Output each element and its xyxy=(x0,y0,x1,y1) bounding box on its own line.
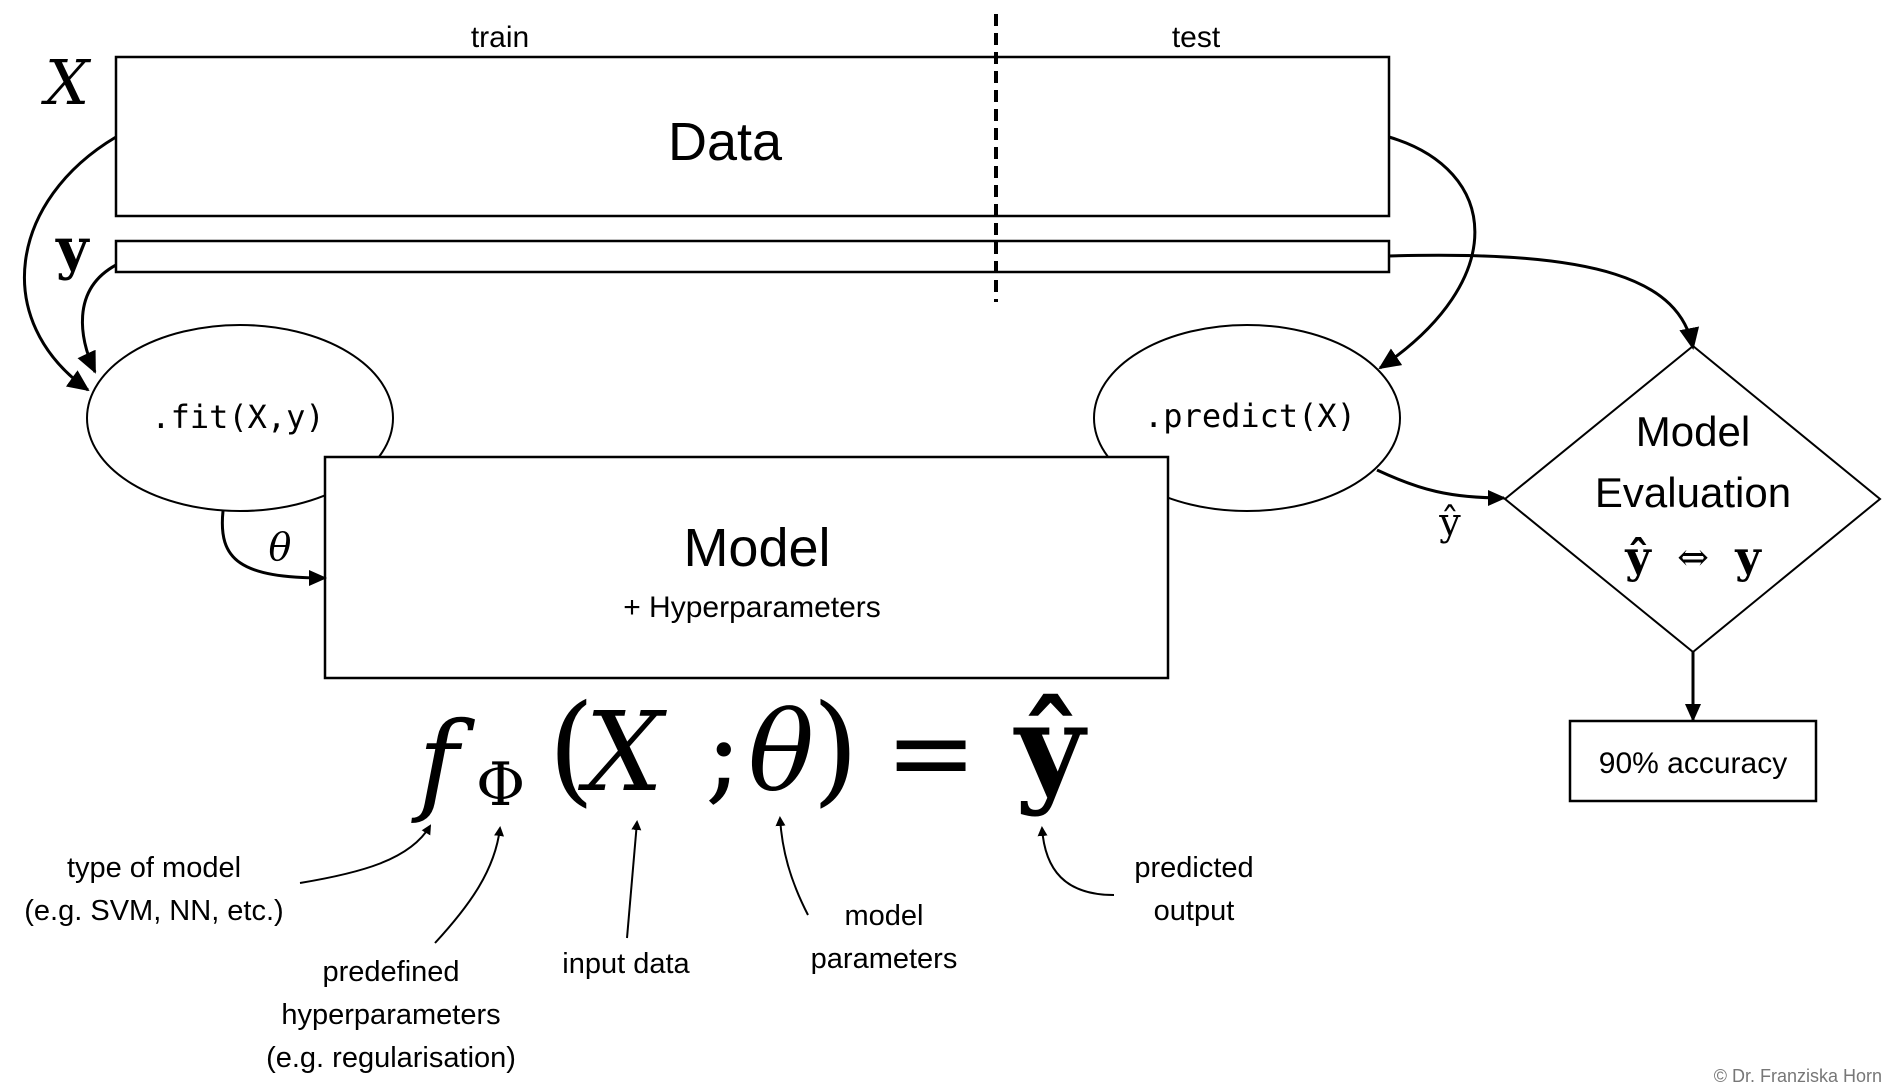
arrow-type-of-model xyxy=(299,824,432,884)
theta-label: θ xyxy=(269,525,292,569)
annotation-type-line2: (e.g. SVM, NN, etc.) xyxy=(24,895,283,927)
fit-label: .fit(X,y) xyxy=(151,398,324,436)
formula-open-paren: ( xyxy=(548,680,595,819)
annotation-hyper-line2: hyperparameters xyxy=(281,999,500,1031)
formula-x: X xyxy=(577,688,667,816)
evaluation-line1: Model xyxy=(1636,408,1750,455)
annotation-hyperparameters: predefined hyperparameters (e.g. regular… xyxy=(266,956,516,1074)
formula-close-paren: ) xyxy=(812,680,859,819)
evaluation-y: y xyxy=(1734,532,1762,583)
data-x-box xyxy=(114,55,1391,218)
formula-theta: θ xyxy=(748,688,814,816)
copyright-notice: © Dr. Franziska Horn xyxy=(1714,1066,1882,1086)
arrow-y-to-evaluation xyxy=(1388,253,1700,350)
evaluation-op: ⇔ xyxy=(1677,535,1709,579)
annotation-params-line2: parameters xyxy=(811,943,958,975)
arrow-input-data xyxy=(626,820,642,939)
x-symbol: X xyxy=(41,46,92,119)
arrow-x-to-predict xyxy=(1378,135,1477,370)
predict-label: .predict(X) xyxy=(1144,397,1356,435)
y-symbol: y xyxy=(55,216,90,282)
arrow-predict-to-evaluation xyxy=(1376,468,1506,506)
annotation-params-line1: model xyxy=(845,900,924,932)
annotation-hyper-line3: (e.g. regularisation) xyxy=(266,1042,516,1074)
annotation-input-data: input data xyxy=(562,948,690,980)
annotation-pred-line2: output xyxy=(1154,895,1235,927)
data-label: Data xyxy=(668,112,783,172)
arrow-model-parameters xyxy=(775,816,809,916)
annotation-predicted-output: predicted output xyxy=(1134,852,1253,927)
formula-yhat: ŷ xyxy=(1013,678,1088,819)
arrow-predicted-output xyxy=(1037,826,1115,896)
annotation-pred-line1: predicted xyxy=(1134,852,1253,884)
model-subtitle: + Hyperparameters xyxy=(623,591,881,624)
formula-phi: Φ xyxy=(476,750,525,820)
predict-node xyxy=(1093,324,1401,512)
yhat-edge-label: ŷ xyxy=(1438,500,1461,544)
arrow-hyperparameters xyxy=(434,826,505,944)
train-label: train xyxy=(471,21,529,54)
fit-node xyxy=(86,324,394,512)
annotation-type-of-model: type of model (e.g. SVM, NN, etc.) xyxy=(24,852,283,927)
annotation-type-line1: type of model xyxy=(67,852,241,884)
annotation-model-parameters: model parameters xyxy=(811,900,958,975)
formula-equals: = xyxy=(885,688,977,816)
model-title: Model xyxy=(683,518,830,578)
result-label: 90% accuracy xyxy=(1599,747,1787,780)
annotation-hyper-line1: predefined xyxy=(322,956,459,988)
result-box xyxy=(1568,719,1818,803)
formula: f Φ ( X ; θ ) = ŷ xyxy=(411,678,1088,826)
data-y-box xyxy=(114,239,1391,274)
arrow-x-to-fit xyxy=(22,135,117,392)
arrow-fit-to-model xyxy=(220,510,327,586)
model-box xyxy=(323,455,1170,680)
arrow-y-to-fit xyxy=(77,263,117,374)
evaluation-line2: Evaluation xyxy=(1595,469,1791,516)
test-label: test xyxy=(1172,21,1221,54)
evaluation-yhat: ŷ xyxy=(1624,532,1652,583)
formula-semicolon: ; xyxy=(705,688,742,816)
formula-f: f xyxy=(411,698,475,826)
